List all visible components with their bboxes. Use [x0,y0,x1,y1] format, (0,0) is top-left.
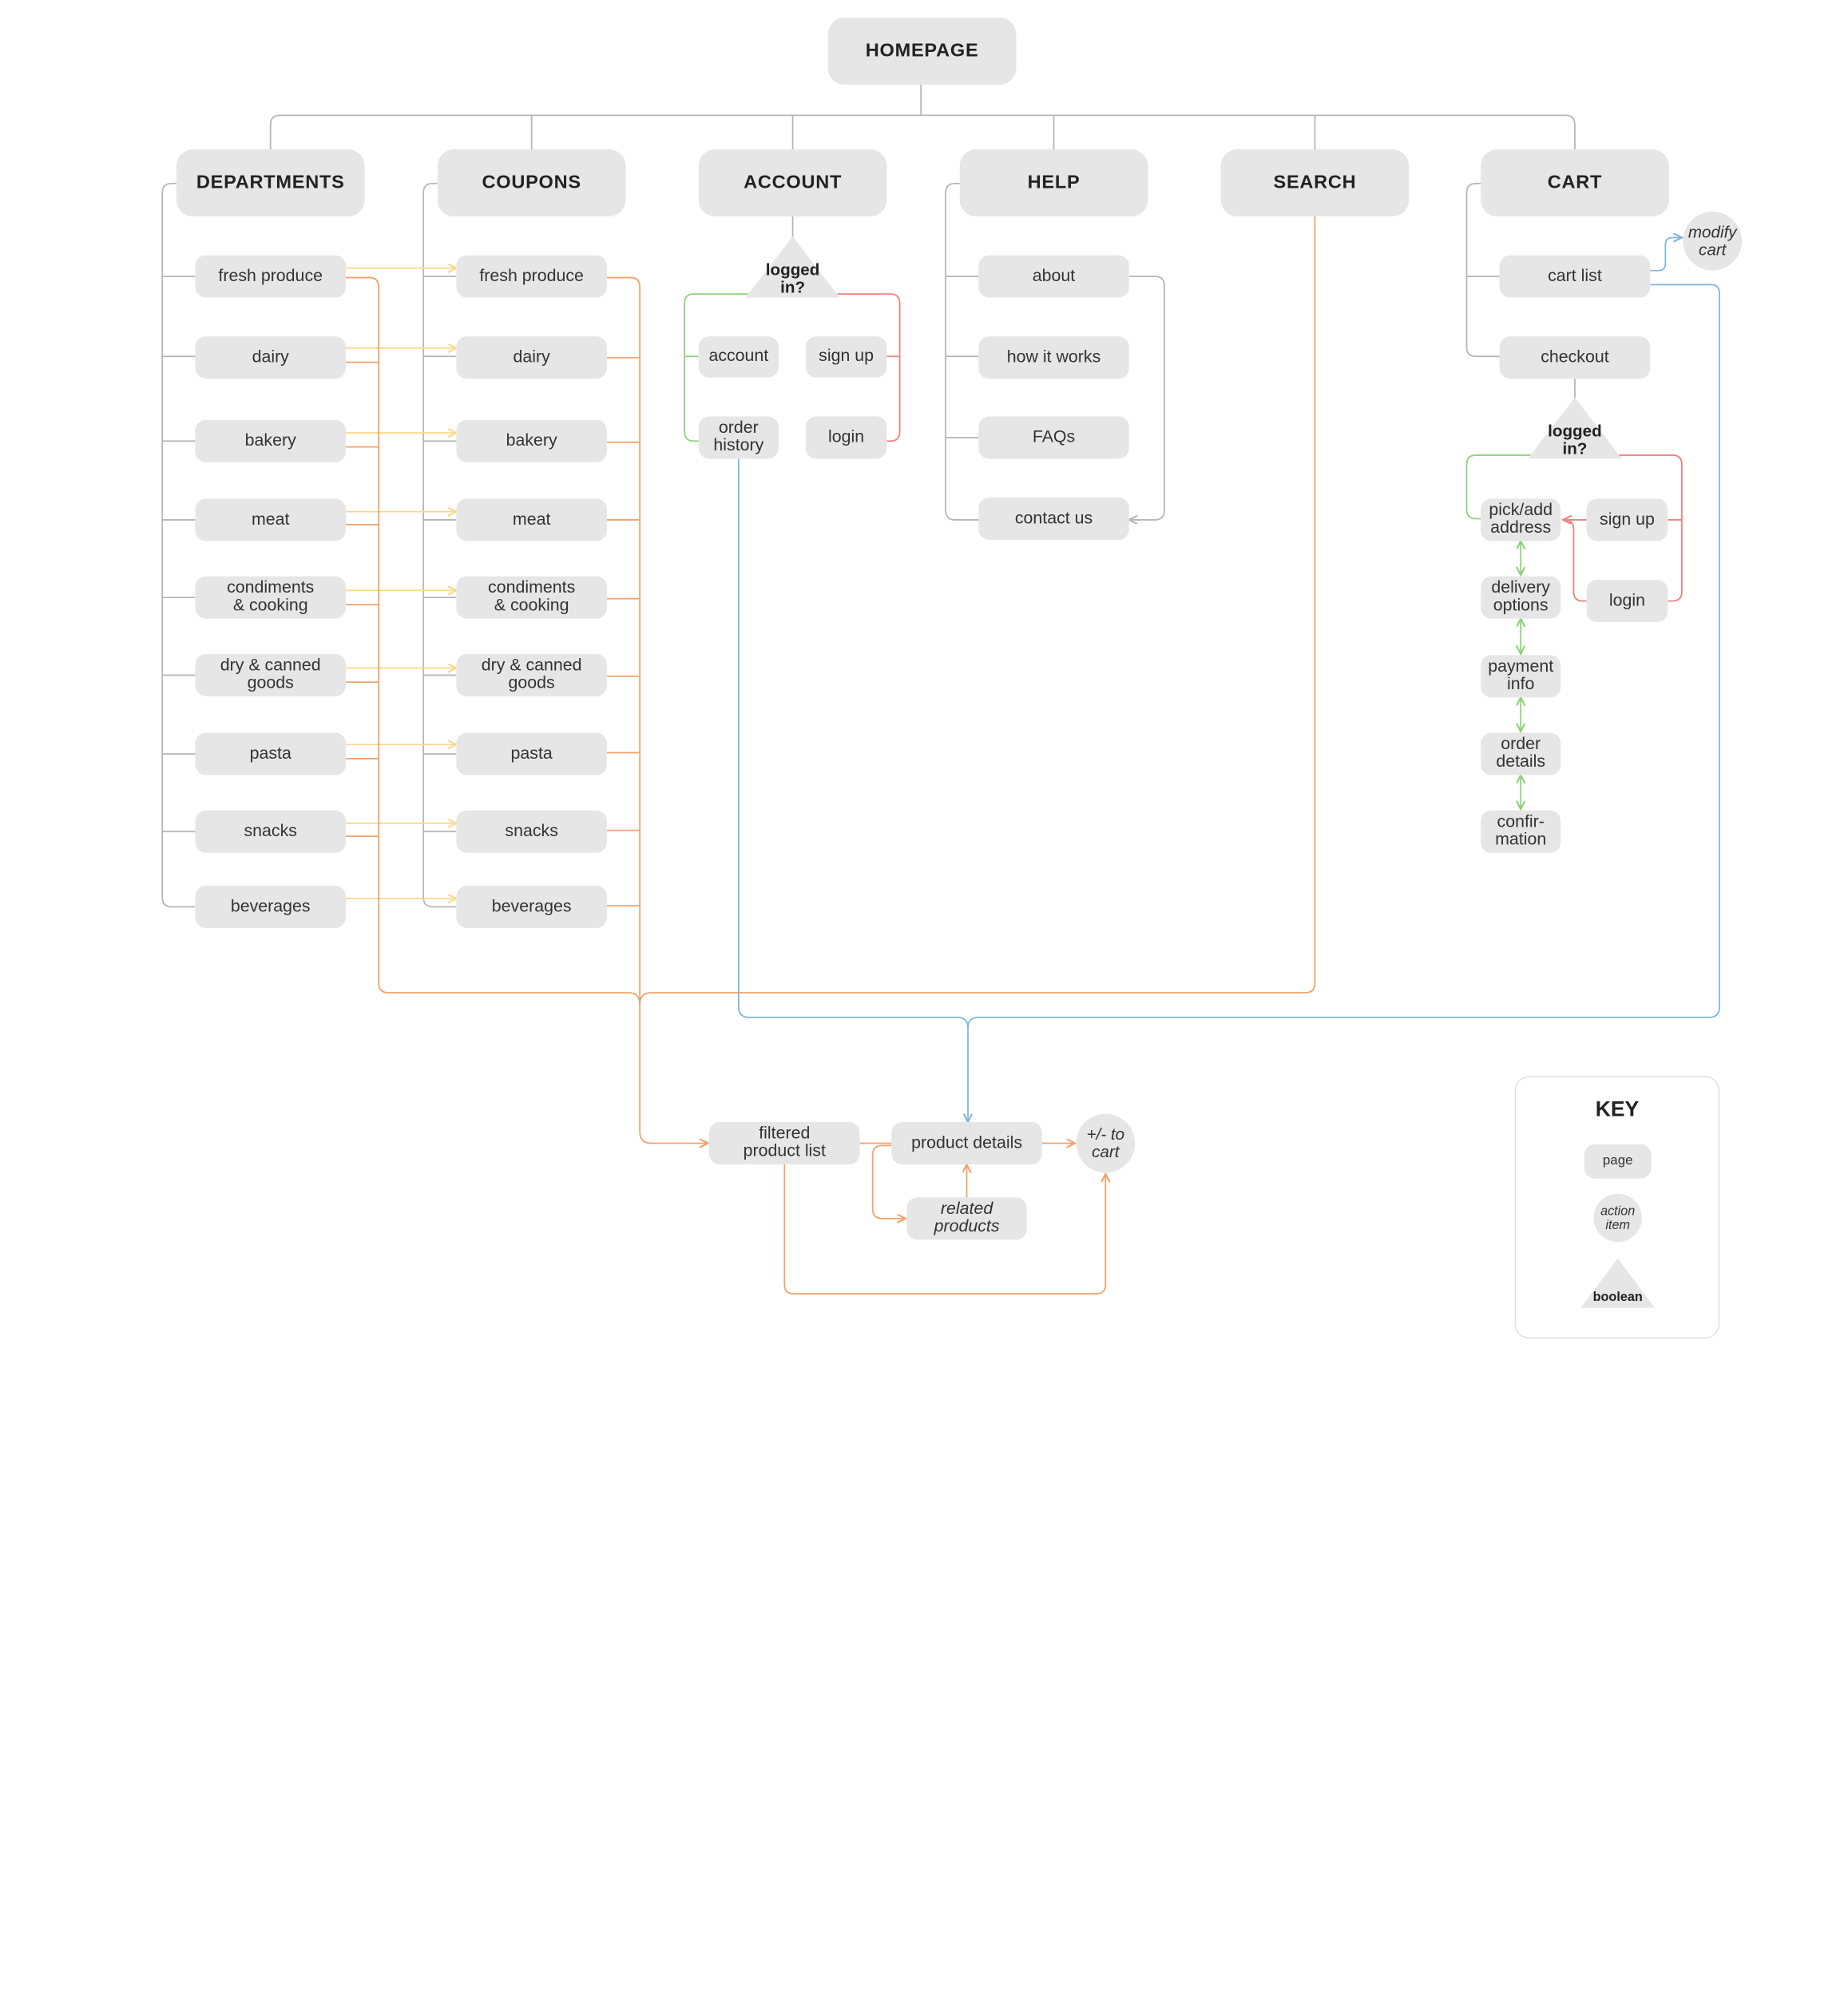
coupon-category-node: fresh produce [456,255,607,298]
pick-address-node: pick/add address [1481,498,1561,541]
cart-sign-up-node: sign up [1586,498,1668,541]
coupon-category-node: meat [456,498,607,541]
faqs-node: FAQs [978,416,1129,459]
order-history-node: order history [698,416,779,459]
modify-cart-action: modify cart [1683,212,1743,271]
homepage-node: HOMEPAGE [827,18,1017,85]
department-category-node: dry & canned goods [195,653,346,696]
checkout-node: checkout [1499,336,1651,379]
legend-key: KEY page action item boolean [1514,1076,1720,1339]
help-header: HELP [959,149,1148,216]
cart-flow-lines [737,237,1720,1121]
logged-in-no-lines [837,293,1683,602]
cart-list-node: cart list [1499,255,1651,298]
confirmation-node: confir- mation [1481,810,1561,853]
product-details-node: product details [891,1121,1042,1164]
department-category-node: dairy [195,336,346,379]
decision-label: logged in? [1548,421,1602,458]
department-category-node: meat [195,498,346,541]
account-login-node: login [805,416,887,459]
decision-label: logged in? [765,260,820,297]
department-category-node: beverages [195,885,346,928]
department-category-node: fresh produce [195,255,346,298]
order-details-node: order details [1481,732,1561,775]
contact-us-node: contact us [978,497,1129,540]
coupon-category-node: bakery [456,419,607,462]
related-products-node: related products [906,1197,1027,1240]
logged-in-yes-lines [684,293,1532,809]
coupon-category-node: pasta [456,732,607,775]
coupon-category-node: condiments & cooking [456,576,607,619]
about-node: about [978,255,1129,298]
add-to-cart-action: +/- to cart [1076,1113,1136,1173]
coupon-category-node: beverages [456,885,607,928]
search-header: SEARCH [1220,149,1410,216]
structure-lines [161,85,1576,908]
coupons-header: COUPONS [437,149,626,216]
connector-lines [161,85,1720,1295]
coupon-category-node: snacks [456,810,607,853]
coupon-category-node: dry & canned goods [456,653,607,696]
cart-login-node: login [1586,580,1668,623]
account-sign-up-node: sign up [805,336,887,378]
departments-header: DEPARTMENTS [176,149,365,216]
coupon-link-lines [345,268,456,898]
payment-info-node: payment info [1481,655,1561,698]
delivery-options-node: delivery options [1481,576,1561,619]
key-page-swatch: page [1584,1144,1652,1179]
account-header: ACCOUNT [698,149,887,216]
filtered-product-list-node: filtered product list [709,1121,860,1164]
account-page-node: account [698,336,779,378]
key-action-swatch: action item [1593,1193,1642,1243]
browse-flow-lines [345,216,1316,1295]
key-boolean-swatch: boolean [1580,1258,1656,1308]
department-category-node: pasta [195,732,346,775]
how-it-works-node: how it works [978,336,1129,379]
cart-logged-in-decision: logged in? [1528,397,1622,459]
coupon-category-node: dairy [456,336,607,379]
key-boolean-label: boolean [1592,1290,1643,1305]
department-category-node: snacks [195,810,346,853]
department-category-node: bakery [195,419,346,462]
key-title: KEY [1595,1097,1640,1121]
department-category-node: condiments & cooking [195,576,346,619]
account-logged-in-decision: logged in? [745,236,840,298]
cart-header: CART [1481,149,1669,216]
